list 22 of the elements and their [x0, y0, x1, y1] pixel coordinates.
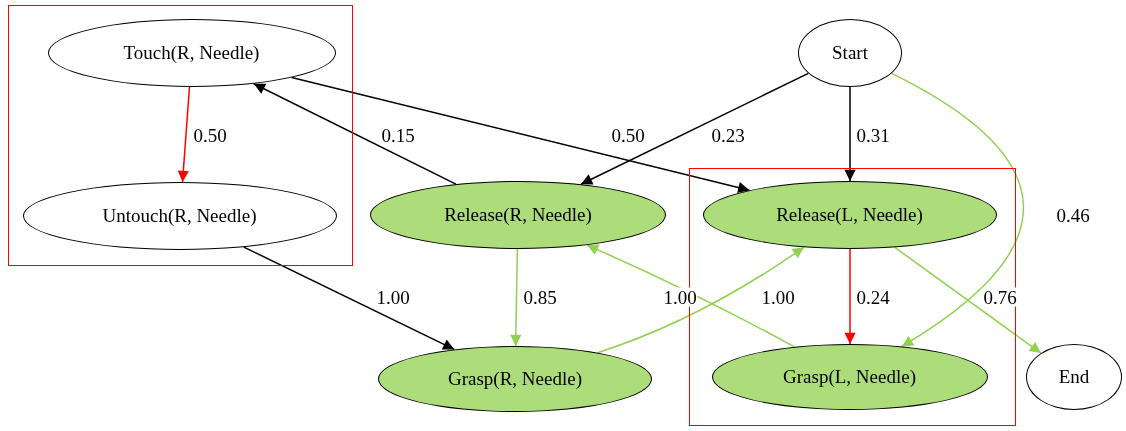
arrow	[290, 76, 751, 193]
state-label: Grasp(R, Needle)	[448, 368, 582, 390]
arrow	[580, 72, 810, 185]
edge-label: 1.00	[662, 287, 698, 307]
arrow	[844, 86, 856, 182]
arrow	[177, 86, 191, 183]
state-label: Grasp(L, Needle)	[783, 365, 916, 388]
arrow	[253, 82, 457, 185]
state-label: End	[1058, 366, 1090, 388]
arrow	[596, 246, 805, 354]
edge-label: 0.76	[982, 287, 1018, 307]
arrow	[586, 244, 796, 348]
arrow	[510, 248, 522, 347]
state-label: Release(L, Needle)	[776, 203, 923, 226]
state-label: Untouch(R, Needle)	[102, 204, 257, 227]
state-label: Release(R, Needle)	[444, 204, 592, 226]
cluster-frame	[8, 5, 353, 266]
arrow	[890, 72, 1025, 348]
state-label: Touch(R, Needle)	[123, 41, 260, 64]
state-label: Start	[832, 42, 868, 64]
arrow	[894, 246, 1042, 354]
arrow	[844, 248, 856, 345]
